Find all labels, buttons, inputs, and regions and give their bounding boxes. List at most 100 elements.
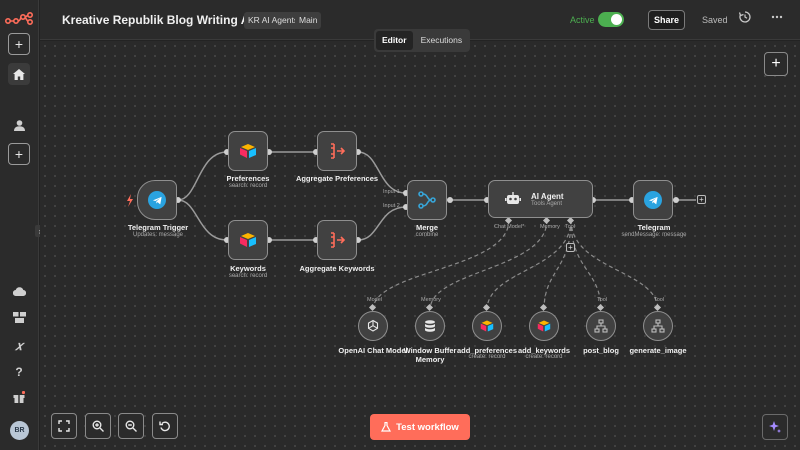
- node-telegram-trigger[interactable]: [137, 180, 177, 220]
- cloud-icon[interactable]: [8, 280, 30, 302]
- agent-sublabel: Tools Agent: [531, 200, 563, 207]
- airtable-icon: [480, 320, 494, 332]
- node-merge[interactable]: [407, 180, 447, 220]
- merge-input2-label: Input 2: [383, 203, 400, 209]
- node-label: Preferences: [226, 174, 270, 183]
- add-workflow-button[interactable]: +: [8, 33, 30, 55]
- airtable-icon: [537, 320, 551, 332]
- active-toggle[interactable]: [598, 12, 624, 27]
- saved-status: Saved: [702, 15, 728, 25]
- node-preferences[interactable]: [228, 131, 268, 171]
- templates-icon[interactable]: [8, 306, 30, 328]
- node-label: Keywords: [230, 264, 266, 273]
- robot-icon: [505, 192, 521, 204]
- node-sublabel: create: record: [468, 354, 506, 360]
- fit-view-icon: [58, 420, 70, 432]
- tag-kr-ai-agents[interactable]: KR AI Agents: [244, 12, 303, 29]
- node-aggregate-keywords[interactable]: [317, 220, 357, 260]
- port-tool-label: Tool: [597, 297, 608, 303]
- workflow-tool-icon: [594, 319, 608, 333]
- node-keywords[interactable]: [228, 220, 268, 260]
- node-sublabel: sendMessage: message: [621, 232, 687, 238]
- port-chat-model-label: Chat Model*: [494, 224, 525, 230]
- add-node-button[interactable]: +: [764, 52, 788, 76]
- ai-assistant-button[interactable]: [762, 414, 788, 440]
- node-label: Telegram: [637, 223, 671, 232]
- airtable-icon: [240, 144, 256, 158]
- port-model-label: Model: [367, 297, 382, 303]
- share-button[interactable]: Share: [648, 10, 685, 30]
- fit-view-button[interactable]: [51, 413, 77, 439]
- reset-zoom-button[interactable]: [152, 413, 178, 439]
- zoom-out-icon: [125, 420, 137, 432]
- workflow-title[interactable]: Kreative Republik Blog Writing Agent: [62, 13, 275, 27]
- undo-icon: [159, 421, 170, 432]
- add-node-after-button[interactable]: +: [697, 195, 706, 204]
- home-icon[interactable]: [8, 63, 30, 85]
- node-add-keywords[interactable]: [529, 311, 559, 341]
- port-tool-label: Tool: [565, 224, 576, 230]
- add-project-button[interactable]: +: [8, 143, 30, 165]
- telegram-icon: [644, 191, 662, 209]
- more-options-icon[interactable]: [771, 11, 785, 27]
- node-telegram[interactable]: [633, 180, 673, 220]
- node-label: Aggregate Preferences: [295, 174, 379, 183]
- agent-title: AI Agent: [531, 191, 564, 201]
- zoom-in-button[interactable]: [85, 413, 111, 439]
- tab-editor[interactable]: Editor: [376, 31, 413, 50]
- node-label: OpenAI Chat Model: [338, 346, 408, 355]
- node-sublabel: search: record: [228, 273, 268, 279]
- node-aggregate-preferences[interactable]: [317, 131, 357, 171]
- node-label: generate_image: [629, 346, 687, 355]
- avatar[interactable]: BR: [10, 421, 29, 440]
- tab-executions[interactable]: Executions: [420, 35, 463, 45]
- user-icon[interactable]: [8, 114, 30, 136]
- test-workflow-button[interactable]: Test workflow: [370, 414, 470, 440]
- zoom-out-button[interactable]: [118, 413, 144, 439]
- avatar-initials: BR: [14, 427, 25, 434]
- editor-tabs: Editor Executions: [374, 29, 471, 52]
- zoom-in-icon: [92, 420, 104, 432]
- merge-input1-label: Input 1: [383, 189, 400, 195]
- aggregate-icon: [331, 232, 346, 248]
- node-label: Aggregate Keywords: [299, 264, 375, 273]
- left-sidebar: + + 𝑥 ? BR ›: [0, 0, 45, 450]
- n8n-logo-icon[interactable]: [5, 8, 33, 30]
- port-tool-label: Tool: [654, 297, 665, 303]
- merge-icon: [418, 191, 436, 209]
- node-openai-chat-model[interactable]: [358, 311, 388, 341]
- test-workflow-label: Test workflow: [396, 421, 459, 433]
- openai-icon: [367, 319, 379, 332]
- port-memory-label: Memory: [540, 224, 560, 230]
- node-sublabel: Updates: message: [132, 232, 184, 238]
- node-label: post_blog: [583, 346, 619, 355]
- node-label: add_preferences: [456, 346, 518, 355]
- node-generate-image[interactable]: [643, 311, 673, 341]
- node-sublabel: combine: [415, 232, 439, 238]
- flask-icon: [381, 422, 392, 432]
- gift-icon[interactable]: [8, 386, 30, 408]
- database-icon: [425, 320, 435, 332]
- telegram-icon: [148, 191, 166, 209]
- help-icon[interactable]: ?: [15, 365, 23, 379]
- add-tool-button[interactable]: +: [566, 243, 575, 252]
- sparkle-icon: [769, 421, 781, 433]
- node-post-blog[interactable]: [586, 311, 616, 341]
- tag-main[interactable]: Main: [295, 12, 322, 29]
- node-ai-agent[interactable]: AI Agent Tools Agent: [488, 180, 593, 218]
- history-icon[interactable]: [738, 11, 753, 27]
- workflow-canvas[interactable]: Editor Executions: [40, 29, 800, 450]
- node-label: Window Buffer Memory: [403, 346, 457, 364]
- node-sublabel: create: record: [525, 354, 563, 360]
- node-sublabel: search: record: [228, 183, 268, 189]
- airtable-icon: [240, 233, 256, 247]
- port-memory-label: Memory: [421, 297, 441, 303]
- active-label: Active: [570, 15, 595, 25]
- variables-icon[interactable]: 𝑥: [15, 338, 23, 353]
- node-label: Merge: [415, 223, 439, 232]
- workflow-tool-icon: [651, 319, 665, 333]
- node-add-preferences[interactable]: [472, 311, 502, 341]
- node-label: add_keywords: [517, 346, 571, 355]
- node-window-buffer-memory[interactable]: [415, 311, 445, 341]
